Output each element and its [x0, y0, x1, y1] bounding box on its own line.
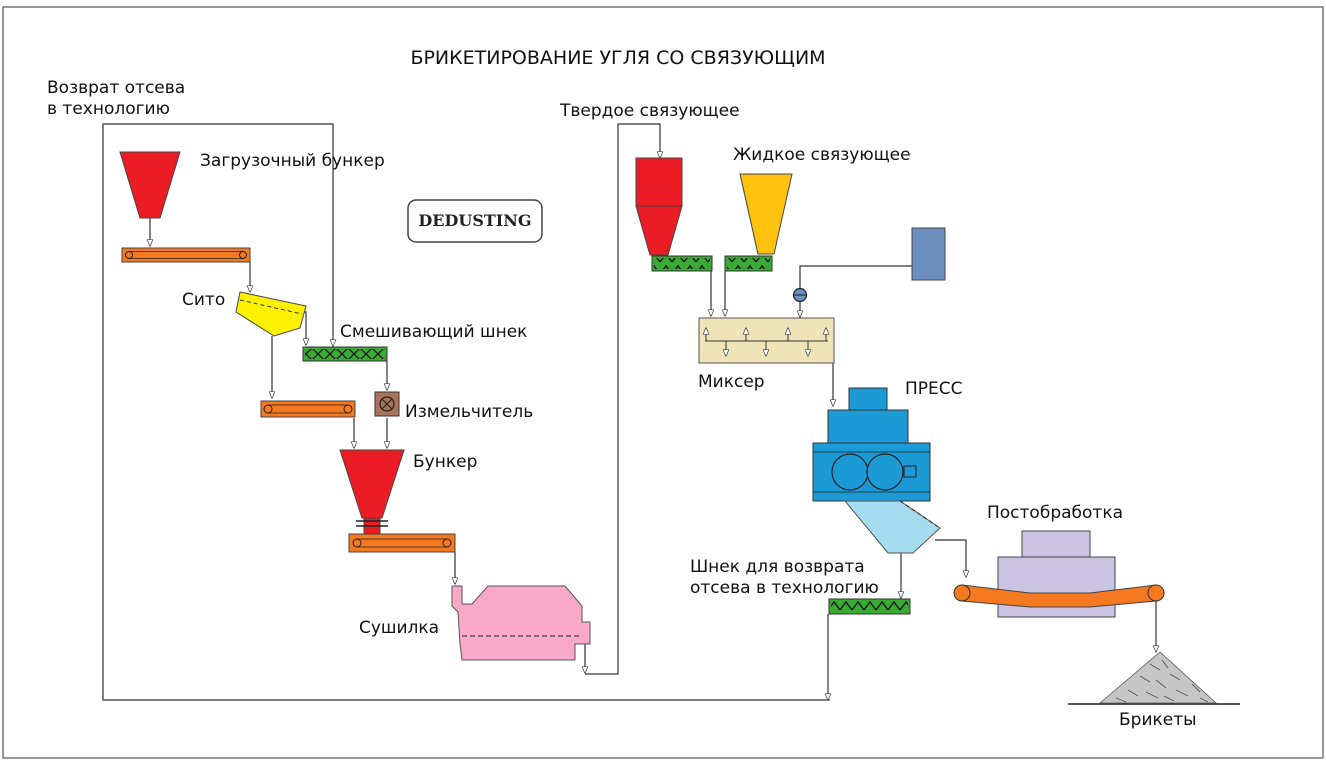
pump-icon [792, 287, 808, 303]
diagram-title: БРИКЕТИРОВАНИЕ УГЛЯ СО СВЯЗУЮЩИМ [410, 47, 825, 69]
dryer [451, 585, 591, 661]
liquid-binder-hopper [739, 173, 793, 255]
press-chute [843, 500, 941, 554]
mixing-screw [302, 346, 388, 362]
briquettes-label: Брикеты [1119, 710, 1197, 730]
loading-hopper [119, 151, 181, 219]
briquette-pile [1068, 651, 1240, 705]
crusher [374, 391, 400, 417]
return-loop-line [102, 123, 830, 701]
mixing-screw-label: Смешивающий шнек [340, 322, 527, 342]
return-screw-label-line1: Шнек для возврата [690, 557, 865, 577]
conveyor-2 [260, 400, 356, 418]
sieve-label: Сито [182, 290, 225, 310]
dryer-label: Сушилка [359, 618, 439, 638]
flow-chute-to-post [935, 539, 966, 577]
dedusting-label: DEDUSTING [418, 211, 531, 230]
liquid-tank [911, 227, 946, 281]
return-screw-label-line2: отсева в технологию [690, 578, 879, 598]
post-processing-label: Постобработка [987, 503, 1123, 523]
bunker [339, 449, 405, 535]
mixer [698, 317, 835, 364]
post-processing-unit [953, 530, 1165, 618]
loading-hopper-label: Загрузочный бункер [200, 151, 385, 171]
flow-lines [102, 123, 1156, 701]
solid-binder-label: Твердое связующее [559, 101, 740, 121]
liquid-binder-screw [724, 255, 773, 272]
crusher-label: Измельчитель [405, 402, 533, 422]
return-screw [828, 598, 911, 615]
conveyor-1 [121, 247, 251, 263]
sieve [235, 291, 307, 337]
liquid-binder-label: Жидкое связующее [733, 145, 911, 165]
mixer-label: Миксер [698, 372, 765, 392]
return-label-line2: в технологию [47, 99, 170, 119]
diagram-frame [2, 6, 1324, 759]
return-label-line1: Возврат отсева [47, 78, 185, 98]
press-label: ПРЕСС [905, 379, 963, 399]
flow-tank-to-pump [799, 265, 912, 289]
conveyor-3 [348, 533, 456, 553]
flow-dryer-to-binder-line [585, 123, 660, 675]
solid-binder-screw [651, 255, 713, 272]
bunker-label: Бункер [413, 452, 477, 472]
dedusting-box: DEDUSTING [407, 199, 543, 243]
solid-binder-hopper [635, 157, 683, 256]
press [812, 387, 931, 502]
